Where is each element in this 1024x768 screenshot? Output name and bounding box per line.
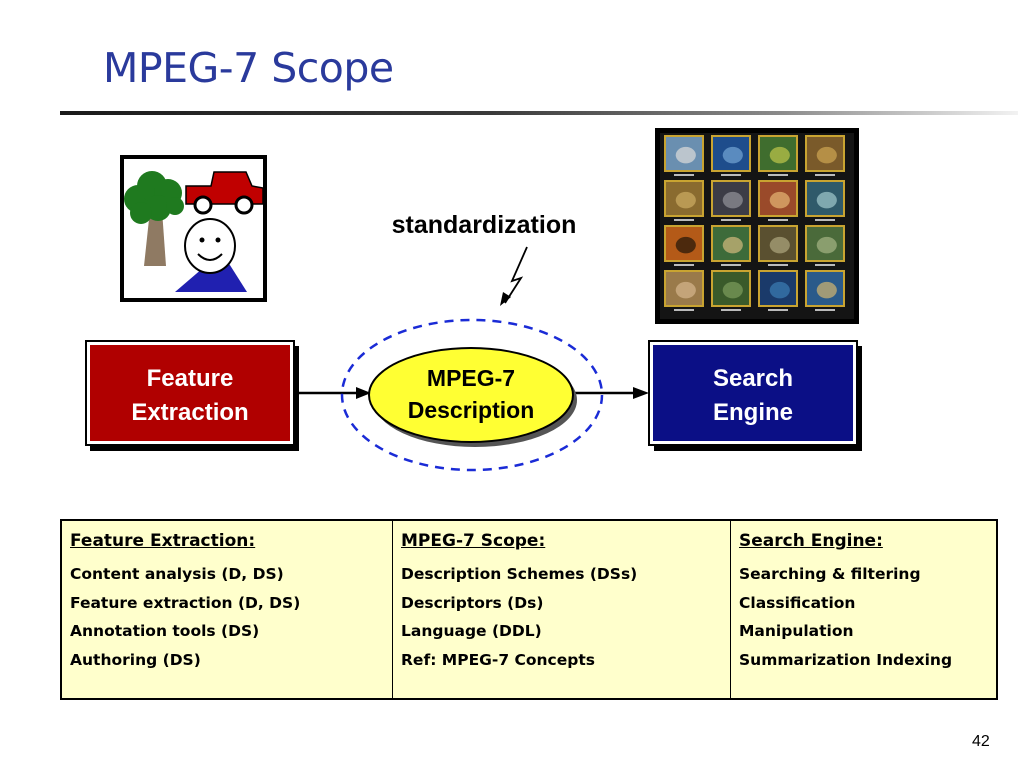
search-box-line2: Engine — [713, 399, 793, 426]
thumbnail-caption — [768, 174, 788, 176]
thumbnail-caption — [815, 264, 835, 266]
mpeg-ellipse-line2: Description — [408, 397, 535, 423]
lightning-bolt-icon — [504, 246, 528, 304]
list-item: Descriptors (Ds) — [401, 593, 544, 612]
thumbnail-detail — [769, 236, 790, 254]
column-items: Description Schemes (DSs) Descriptors (D… — [401, 560, 722, 674]
thumbnail-detail — [816, 236, 837, 254]
list-item: Description Schemes (DSs) — [401, 565, 638, 583]
image-browser-thumbnail-grid — [655, 128, 859, 324]
thumbnail-caption — [768, 264, 788, 266]
column-items: Searching & filtering Classification Man… — [739, 560, 988, 674]
page-number: 42 — [972, 733, 990, 750]
thumbnail-detail — [722, 146, 743, 164]
list-item: Manipulation — [739, 622, 854, 640]
thumbnail-detail — [722, 236, 743, 254]
mpeg7-scope-diagram: standardization Feature Extraction Searc… — [85, 128, 862, 472]
column-items: Content analysis (D, DS) Feature extract… — [70, 560, 384, 674]
feature-box-line2: Extraction — [131, 399, 248, 426]
mpeg-ellipse-line1: MPEG-7 — [427, 365, 515, 391]
thumbnail-detail — [769, 281, 790, 299]
thumbnail-caption — [721, 174, 741, 176]
feature-box-line1: Feature — [147, 365, 234, 392]
thumbnail-caption — [768, 309, 788, 311]
thumbnail-detail — [675, 191, 696, 209]
list-item: Annotation tools (DS) — [70, 622, 260, 640]
thumbnail-caption — [674, 309, 694, 311]
list-item: Authoring (DS) — [70, 650, 201, 669]
thumbnail-caption — [815, 219, 835, 221]
thumbnail-detail — [722, 281, 743, 299]
thumbnail-caption — [674, 174, 694, 176]
arrow-description-to-search — [575, 387, 649, 399]
list-item: Ref: MPEG-7 Concepts — [401, 650, 595, 669]
search-box-line1: Search — [713, 365, 793, 392]
lightning-arrowhead-icon — [500, 292, 511, 306]
list-item: Feature extraction (D, DS) — [70, 593, 301, 612]
arrow-feature-to-description — [297, 387, 371, 399]
standardization-label: standardization — [392, 211, 577, 239]
thumbnail-detail — [769, 191, 790, 209]
thumbnail-caption — [674, 264, 694, 266]
thumbnail-caption — [674, 219, 694, 221]
thumbnail-caption — [815, 309, 835, 311]
slide-title: MPEG-7 Scope — [103, 44, 394, 92]
list-item: Searching & filtering — [739, 565, 921, 583]
column-heading: Feature Extraction: — [70, 531, 256, 551]
scope-summary-table: Feature Extraction: Content analysis (D,… — [60, 519, 998, 700]
thumbnail-caption — [721, 219, 741, 221]
feature-extraction-box: Feature Extraction — [85, 340, 299, 451]
thumbnail-detail — [675, 236, 696, 254]
title-rule — [60, 111, 1018, 115]
thumbnail-detail — [675, 146, 696, 164]
thumbnail-caption — [721, 309, 741, 311]
search-engine-box: Search Engine — [648, 340, 862, 451]
thumbnail-caption — [721, 264, 741, 266]
thumbnail-caption — [768, 219, 788, 221]
thumbnail-detail — [722, 191, 743, 209]
list-item: Content analysis (D, DS) — [70, 565, 284, 583]
column-heading: MPEG-7 Scope: — [401, 531, 546, 551]
thumbnail-detail — [816, 191, 837, 209]
thumbnail-detail — [816, 146, 837, 164]
thumbnail-detail — [816, 281, 837, 299]
thumbnail-detail — [769, 146, 790, 164]
table-column-search-engine: Search Engine: Searching & filtering Cla… — [730, 521, 996, 698]
mpeg7-description-ellipse: MPEG-7 Description — [368, 347, 577, 447]
column-heading: Search Engine: — [739, 531, 883, 551]
clipart-tree-car-person-icon — [120, 155, 267, 302]
thumbnail-detail — [675, 281, 696, 299]
list-item: Summarization Indexing — [739, 650, 953, 669]
table-column-mpeg7-scope: MPEG-7 Scope: Description Schemes (DSs) … — [392, 521, 730, 698]
list-item: Language (DDL) — [401, 622, 542, 640]
mpeg7-scope-dashed-outline — [340, 318, 604, 472]
thumbnail-caption — [815, 174, 835, 176]
table-column-feature-extraction: Feature Extraction: Content analysis (D,… — [62, 521, 392, 698]
list-item: Classification — [739, 593, 856, 612]
